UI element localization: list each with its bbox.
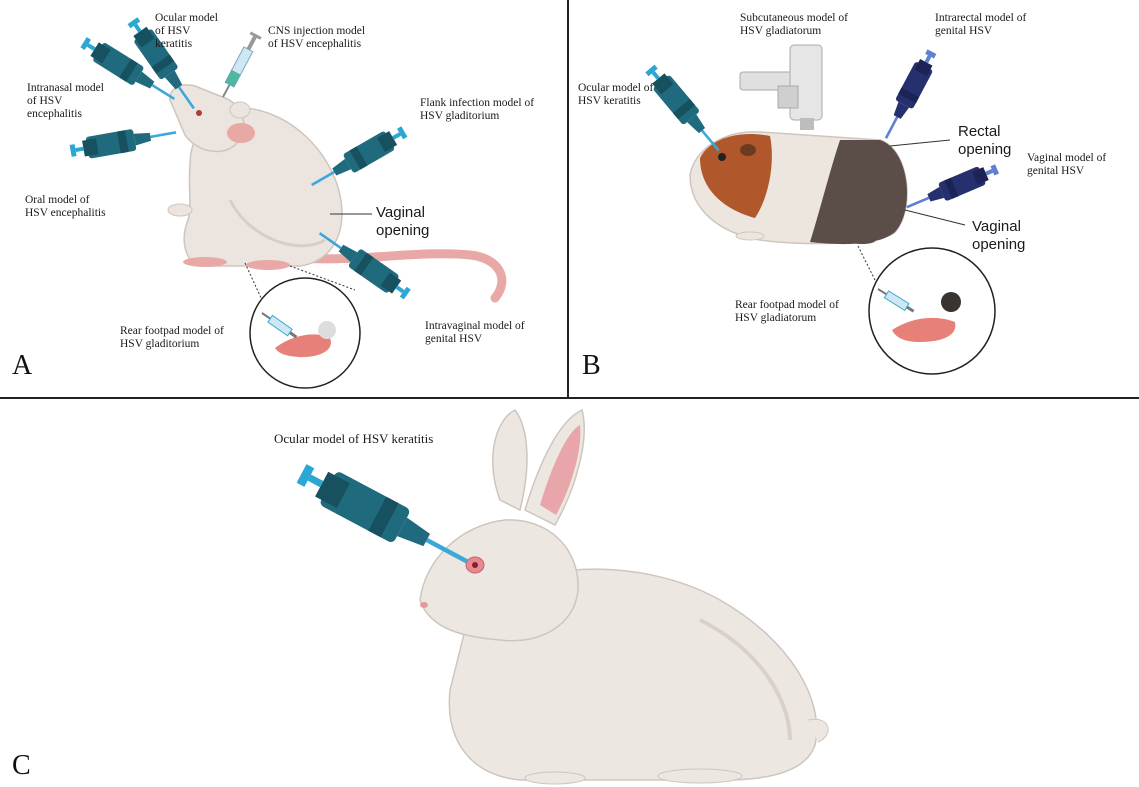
panel-letter-c: C xyxy=(12,750,31,781)
label-a-vaginal-opening: Vaginal opening xyxy=(376,204,430,239)
label-b-rectal-opening: Rectal opening xyxy=(958,123,1012,158)
label-b-vaginal-opening: Vaginal opening xyxy=(972,218,1026,253)
inset-footpad-b xyxy=(857,245,996,375)
pointer-line xyxy=(889,139,951,147)
syringe-icon xyxy=(222,31,262,98)
label-a-cns: CNS injection model of HSV encephalitis xyxy=(268,25,366,50)
label-b-rear-footpad: Rear footpad model of HSV gladiatorum xyxy=(735,299,839,324)
pipette-icon xyxy=(902,159,1001,217)
label-a-intranasal: Intranasal model of HSV encephalitis xyxy=(27,82,104,120)
label-a-intravaginal: Intravaginal model of genital HSV xyxy=(425,320,525,345)
label-a-ocular: Ocular model of HSV keratitis xyxy=(155,12,218,50)
label-b-subcutaneous: Subcutaneous model of HSV gladiatorum xyxy=(740,12,848,37)
label-b-intrarectal: Intrarectal model of genital HSV xyxy=(935,12,1027,37)
panel-letter-b: B xyxy=(582,350,601,381)
pointer-line xyxy=(904,209,966,226)
label-c-ocular: Ocular model of HSV keratitis xyxy=(274,431,434,446)
panel-letter-a: A xyxy=(12,350,33,381)
label-b-vaginal-model: Vaginal model of genital HSV xyxy=(1027,152,1107,177)
label-a-oral: Oral model of HSV encephalitis xyxy=(25,194,106,219)
label-a-flank: Flank infection model of HSV gladitorium xyxy=(420,97,535,122)
panel-b-guinea-pig xyxy=(689,131,908,245)
injector-gun-icon xyxy=(739,44,823,130)
label-b-ocular: Ocular model of HSV keratitis xyxy=(578,82,654,107)
inset-footpad-a xyxy=(244,262,361,389)
label-a-rear-footpad: Rear footpad model of HSV gladitorium xyxy=(120,325,224,350)
pipette-icon xyxy=(68,121,178,162)
panel-c-rabbit xyxy=(419,408,829,785)
pipette-icon xyxy=(877,47,941,143)
